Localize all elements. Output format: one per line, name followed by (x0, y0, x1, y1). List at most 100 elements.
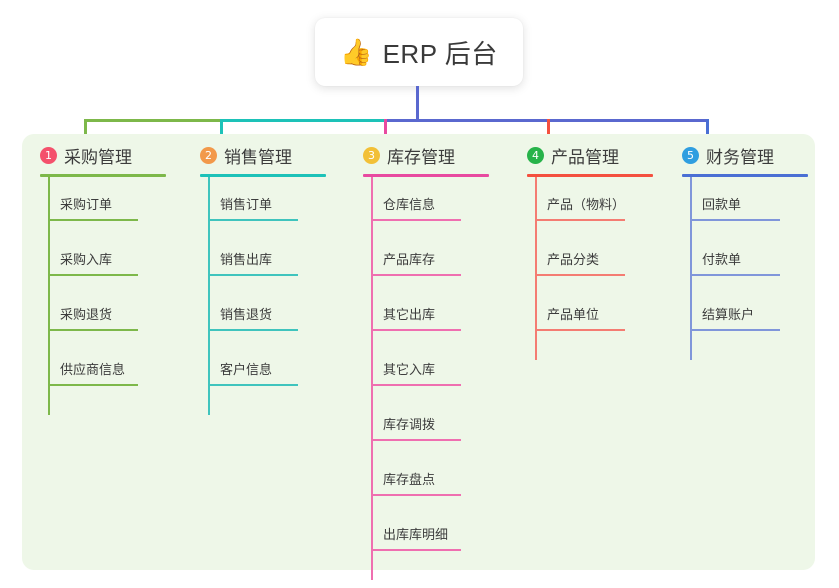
branch-item-underline (48, 219, 138, 221)
branch-item-underline (371, 219, 461, 221)
bus-segment-sales (220, 119, 384, 122)
branch-item-underline (535, 219, 625, 221)
branch-spine (48, 177, 50, 415)
branch-item[interactable]: 产品分类 (509, 232, 669, 287)
branch-item-underline (371, 329, 461, 331)
branch-column-3: 3 库存管理仓库信息产品库存其它出库其它入库库存调拨库存盘点出库库明细 (345, 134, 505, 580)
root-node-card[interactable]: 👍 ERP 后台 (315, 18, 523, 86)
bus-segment-purchasing (84, 119, 220, 122)
branch-item-underline (208, 274, 298, 276)
branch-item[interactable]: 采购入库 (22, 232, 182, 287)
bus-segment-right (384, 119, 706, 122)
branch-item-underline (690, 274, 780, 276)
branch-title: 财务管理 (706, 147, 774, 167)
branch-item-underline (208, 219, 298, 221)
branch-columns: 1 采购管理采购订单采购入库采购退货供应商信息 2 销售管理销售订单销售出库销售退货客… (22, 134, 815, 580)
branch-item-label: 库存盘点 (383, 472, 436, 487)
branch-column-1: 1 采购管理采购订单采购入库采购退货供应商信息 (22, 134, 182, 415)
branch-item-label: 销售出库 (220, 252, 273, 267)
branch-underline (200, 174, 326, 177)
branch-item-underline (371, 494, 461, 496)
branch-item[interactable]: 产品库存 (345, 232, 505, 287)
branch-item[interactable]: 采购订单 (22, 177, 182, 232)
branch-item-underline (371, 384, 461, 386)
branch-header-4[interactable]: 4 产品管理 (509, 134, 669, 176)
branch-underline (527, 174, 653, 177)
branch-item-list: 回款单付款单结算账户 (664, 177, 824, 342)
branch-item-underline (535, 274, 625, 276)
branch-underline (40, 174, 166, 177)
branch-spine (690, 177, 692, 360)
branch-column-4: 4 产品管理产品（物料） 产品分类产品单位 (509, 134, 669, 360)
branch-item-underline (690, 219, 780, 221)
branch-header-3[interactable]: 3 库存管理 (345, 134, 505, 176)
branch-item-underline (48, 384, 138, 386)
branch-underline (363, 174, 489, 177)
branch-item-label: 其它出库 (383, 307, 436, 322)
branch-header-5[interactable]: 5 财务管理 (664, 134, 824, 176)
branch-header-1[interactable]: 1 采购管理 (22, 134, 182, 176)
branch-item[interactable]: 销售退货 (182, 287, 342, 342)
branch-title: 采购管理 (64, 147, 132, 167)
branch-item-label: 供应商信息 (60, 362, 126, 377)
branch-item[interactable]: 供应商信息 (22, 342, 182, 397)
branch-title: 产品管理 (551, 147, 619, 167)
branch-item-label: 客户信息 (220, 362, 273, 377)
branch-item-label: 结算账户 (702, 307, 755, 322)
branch-item-label: 出库库明细 (383, 527, 449, 542)
branch-item-list: 采购订单采购入库采购退货供应商信息 (22, 177, 182, 397)
branch-item-label: 销售退货 (220, 307, 273, 322)
branch-column-5: 5 财务管理回款单付款单结算账户 (664, 134, 824, 360)
branch-spine (535, 177, 537, 360)
branch-number-badge: 3 (363, 146, 380, 164)
branch-item[interactable]: 采购退货 (22, 287, 182, 342)
branch-item[interactable]: 仓库信息 (345, 177, 505, 232)
branch-item[interactable]: 回款单 (664, 177, 824, 232)
branch-item-underline (48, 329, 138, 331)
branch-item-label: 仓库信息 (383, 197, 436, 212)
branch-item[interactable]: 付款单 (664, 232, 824, 287)
branch-item-underline (535, 329, 625, 331)
branch-item[interactable]: 销售出库 (182, 232, 342, 287)
branch-item[interactable]: 结算账户 (664, 287, 824, 342)
root-node-title: ERP 后台 (382, 38, 498, 69)
branch-item[interactable]: 其它出库 (345, 287, 505, 342)
branch-item-label: 回款单 (702, 197, 742, 212)
branch-item-label: 采购订单 (60, 197, 113, 212)
branch-item-list: 产品（物料） 产品分类产品单位 (509, 177, 669, 342)
branch-title: 库存管理 (387, 147, 455, 167)
branch-header-2[interactable]: 2 销售管理 (182, 134, 342, 176)
branch-item-underline (371, 549, 461, 551)
branch-item[interactable]: 产品单位 (509, 287, 669, 342)
branch-number-badge: 5 (682, 146, 699, 164)
branch-item[interactable]: 出库库明细 (345, 507, 505, 562)
branch-item-list: 销售订单销售出库销售退货客户信息 (182, 177, 342, 397)
branch-spine (371, 177, 373, 580)
branches-panel (22, 134, 815, 570)
branch-item-label: 付款单 (702, 252, 742, 267)
branch-item[interactable]: 产品（物料） (509, 177, 669, 232)
branch-item[interactable]: 库存调拨 (345, 397, 505, 452)
branch-item-label: 采购退货 (60, 307, 113, 322)
branch-item-underline (208, 329, 298, 331)
branch-item-underline (208, 384, 298, 386)
branch-item-label: 产品分类 (547, 252, 600, 267)
branch-item[interactable]: 其它入库 (345, 342, 505, 397)
branch-title: 销售管理 (224, 147, 292, 167)
branch-item-underline (48, 274, 138, 276)
branch-item-list: 仓库信息产品库存其它出库其它入库库存调拨库存盘点出库库明细 (345, 177, 505, 562)
branch-number-badge: 4 (527, 146, 544, 164)
root-stem (416, 86, 419, 122)
branch-item-label: 其它入库 (383, 362, 436, 377)
branch-number-badge: 1 (40, 146, 57, 164)
branch-item[interactable]: 客户信息 (182, 342, 342, 397)
branch-item-label: 产品单位 (547, 307, 600, 322)
branch-item[interactable]: 库存盘点 (345, 452, 505, 507)
branch-item[interactable]: 销售订单 (182, 177, 342, 232)
branch-item-label: 库存调拨 (383, 417, 436, 432)
branch-item-label: 产品库存 (383, 252, 436, 267)
branch-item-underline (690, 329, 780, 331)
branch-number-badge: 2 (200, 146, 217, 164)
branch-item-label: 产品（物料） (547, 197, 626, 212)
